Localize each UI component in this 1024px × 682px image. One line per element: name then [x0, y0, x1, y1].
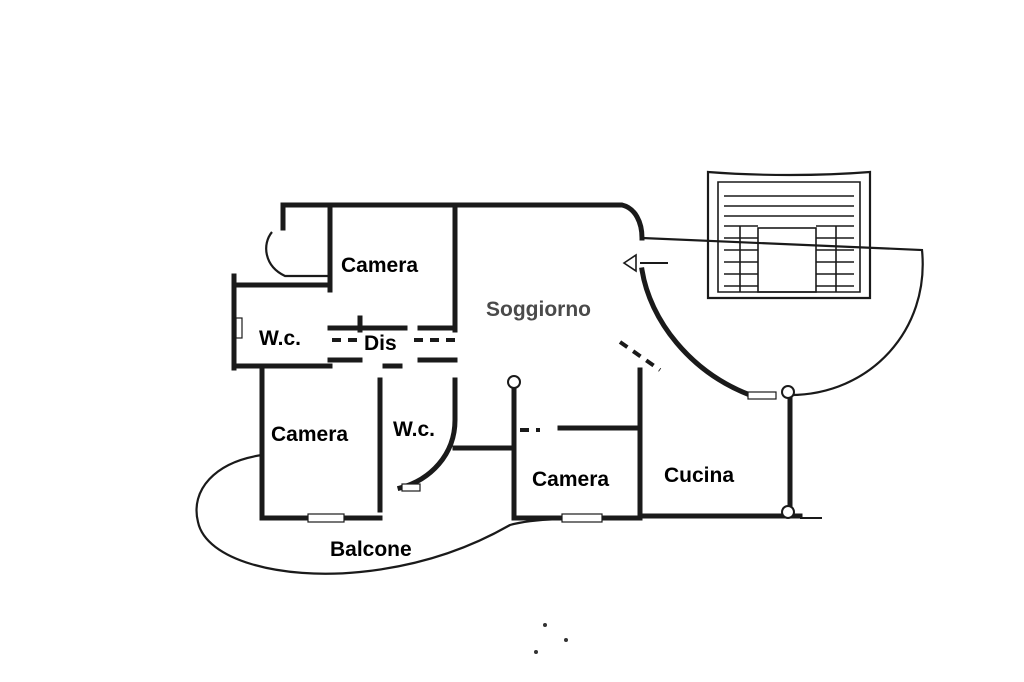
room-label-camera-bottom: Camera: [532, 468, 609, 491]
room-label-dis: Dis: [364, 332, 397, 355]
scan-speck: [534, 650, 538, 654]
door-markers: [332, 338, 662, 432]
room-label-camera-left: Camera: [271, 423, 348, 446]
room-label-wc-left: W.c.: [259, 327, 301, 350]
terrace-arc-inner: [639, 267, 754, 399]
window: [561, 513, 603, 523]
entrance-arrow-icon: [622, 253, 668, 273]
room-label-wc-middle: W.c.: [393, 418, 435, 441]
column-circle: [781, 385, 795, 399]
room-label-soggiorno: Soggiorno: [486, 298, 591, 321]
scan-speck: [543, 623, 547, 627]
staircase: [706, 170, 872, 300]
terrace-arc: [641, 236, 924, 397]
window: [401, 483, 421, 492]
room-label-balcone: Balcone: [330, 538, 412, 561]
room-label-camera-top: Camera: [341, 254, 418, 277]
window: [235, 317, 243, 339]
window: [747, 391, 777, 400]
column-circle: [507, 375, 521, 389]
room-label-cucina: Cucina: [664, 464, 734, 487]
balcony-outline: [195, 453, 601, 575]
window: [307, 513, 345, 523]
interior-walls: [327, 202, 822, 521]
scan-speck: [564, 638, 568, 642]
column-circle: [781, 505, 795, 519]
